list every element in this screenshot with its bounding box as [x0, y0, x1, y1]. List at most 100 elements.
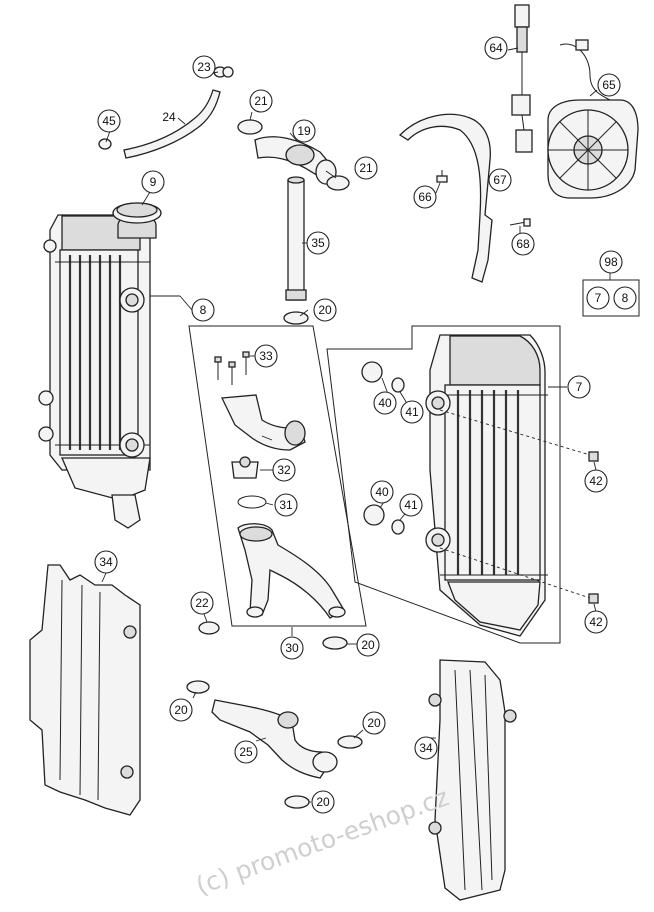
svg-text:40: 40 [378, 396, 392, 410]
callout-20-top: 20 [313, 298, 337, 322]
radiator-cap [112, 202, 162, 224]
svg-text:42: 42 [589, 474, 603, 488]
callout-22: 22 [190, 591, 214, 615]
callout-20-bottom: 20 [311, 790, 335, 814]
washer-41-upper [391, 377, 405, 393]
callout-66: 66 [413, 185, 437, 209]
callout-41-upper: 41 [400, 400, 424, 424]
o-ring-31 [237, 495, 267, 509]
svg-text:34: 34 [419, 741, 433, 755]
callout-25: 25 [234, 740, 258, 764]
bolt-42-upper [588, 451, 599, 462]
grommet-40-upper [361, 361, 383, 383]
kit-box [582, 279, 640, 317]
thermostat-group-frame [188, 325, 367, 627]
mount-line-upper [439, 409, 591, 456]
callout-kit-8: 8 [613, 286, 637, 310]
hose-clip [98, 138, 112, 150]
svg-text:33: 33 [259, 349, 273, 363]
left-radiator [38, 214, 157, 529]
svg-text:20: 20 [174, 703, 188, 717]
callout-21-lower: 21 [354, 156, 378, 180]
lower-hose [211, 699, 338, 779]
svg-text:34: 34 [99, 555, 113, 569]
right-radiator [425, 334, 548, 637]
callout-kit-7: 7 [586, 286, 610, 310]
hose-clamp-20-a [186, 680, 210, 694]
callout-64: 64 [484, 36, 508, 60]
svg-text:45: 45 [102, 114, 116, 128]
callout-21-upper: 21 [249, 89, 273, 113]
svg-text:19: 19 [297, 124, 311, 138]
svg-text:22: 22 [195, 596, 209, 610]
callout-40-upper: 40 [373, 391, 397, 415]
callout-23: 23 [192, 55, 216, 79]
callout-45: 45 [97, 109, 121, 133]
callout-67: 67 [488, 168, 512, 192]
hose-clamp-20-top [283, 311, 309, 325]
svg-text:30: 30 [285, 641, 299, 655]
right-radiator-group-frame [326, 325, 561, 644]
callout-98: 98 [599, 250, 623, 274]
thermostat-housing [221, 394, 306, 451]
radiator-fan [547, 39, 639, 199]
svg-text:8: 8 [622, 291, 629, 305]
svg-text:23: 23 [197, 60, 211, 74]
callout-24: 24 [162, 110, 176, 124]
svg-text:8: 8 [200, 303, 207, 317]
svg-text:31: 31 [279, 498, 293, 512]
svg-text:24: 24 [162, 110, 176, 124]
hose-clamp-21-lower [326, 175, 350, 191]
svg-text:65: 65 [602, 78, 616, 92]
callout-33: 33 [254, 344, 278, 368]
grommet-40-lower [363, 504, 385, 526]
svg-text:67: 67 [493, 173, 507, 187]
callout-30: 30 [280, 636, 304, 660]
hose-clamp-20-b [337, 735, 363, 749]
svg-text:21: 21 [359, 161, 373, 175]
hose-clamp-21-upper [237, 119, 263, 135]
callout-42-lower: 42 [584, 610, 608, 634]
svg-text:98: 98 [604, 255, 618, 269]
callout-8: 8 [191, 298, 215, 322]
svg-text:66: 66 [418, 190, 432, 204]
svg-text:21: 21 [254, 94, 268, 108]
callout-35: 35 [306, 231, 330, 255]
svg-text:64: 64 [489, 41, 503, 55]
radiator-shroud-left [29, 564, 141, 816]
svg-text:41: 41 [405, 405, 419, 419]
fan-bracket [398, 113, 493, 283]
svg-text:9: 9 [150, 175, 157, 189]
svg-text:20: 20 [361, 638, 375, 652]
svg-text:20: 20 [318, 303, 332, 317]
svg-text:20: 20 [367, 716, 381, 730]
fan-cable-switch [511, 4, 533, 153]
svg-text:20: 20 [316, 795, 330, 809]
coolant-pipe [285, 176, 307, 301]
bolt-42-lower [588, 593, 599, 604]
callout-7: 7 [567, 375, 591, 399]
callout-34-right: 34 [414, 736, 438, 760]
svg-text:35: 35 [311, 236, 325, 250]
callout-20-right: 20 [362, 711, 386, 735]
callout-34-left: 34 [94, 550, 118, 574]
svg-text:32: 32 [277, 463, 291, 477]
radiator-shroud-right [428, 659, 517, 901]
washer-41-lower [391, 519, 405, 535]
hose-clamp-20-c [284, 795, 310, 809]
callout-19: 19 [292, 119, 316, 143]
callout-31: 31 [274, 493, 298, 517]
callout-42-upper: 42 [584, 469, 608, 493]
callout-9: 9 [141, 170, 165, 194]
svg-text:7: 7 [595, 291, 602, 305]
callout-20-left: 20 [169, 698, 193, 722]
overflow-hose [123, 89, 221, 159]
callout-32: 32 [272, 458, 296, 482]
screws-33 [214, 351, 250, 385]
bolt-68 [509, 218, 531, 227]
svg-text:42: 42 [589, 615, 603, 629]
callout-20-mid: 20 [356, 633, 380, 657]
bolt-66 [436, 170, 448, 183]
hose-clamp-22 [198, 621, 220, 635]
